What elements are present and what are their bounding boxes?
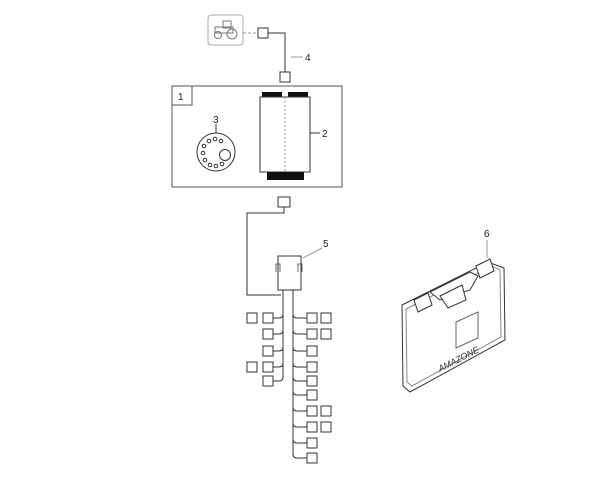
sensor-connector — [306, 389, 318, 401]
sensor-connector — [262, 361, 274, 373]
sensor-connector — [320, 405, 332, 417]
sensor-connector — [306, 452, 318, 464]
branch-wire — [292, 390, 307, 396]
branch-wire — [292, 422, 307, 428]
sensor-connector — [246, 312, 258, 324]
branch-wire — [292, 406, 307, 412]
sensor-connector — [246, 361, 258, 373]
sensor-connector — [262, 328, 274, 340]
callout-3: 3 — [213, 115, 219, 126]
carrying-case-6 — [401, 240, 506, 393]
sensor-connector — [306, 328, 318, 340]
branch-wire — [273, 376, 284, 382]
sensor-connector — [262, 312, 274, 324]
sensor-connector — [306, 345, 318, 357]
sensor-connector — [262, 375, 274, 387]
branch-wire — [292, 313, 307, 319]
sensor-connector — [306, 421, 318, 433]
branch-wire — [292, 329, 307, 335]
branch-wire — [292, 376, 307, 382]
branch-wire — [292, 346, 307, 352]
cable-4 — [257, 27, 303, 83]
kit-box-1 — [171, 85, 343, 188]
callout-1: 1 — [178, 92, 184, 103]
branch-wire — [292, 438, 307, 444]
branch-wire — [292, 362, 307, 368]
tractor-icon — [207, 14, 258, 46]
sensor-connector — [320, 328, 332, 340]
branch-wire — [273, 329, 284, 335]
sensor-connector — [262, 345, 274, 357]
harness-5 — [246, 196, 332, 464]
branch-wire — [273, 362, 284, 368]
sensor-connector — [320, 312, 332, 324]
callout-6: 6 — [484, 229, 490, 240]
branch-wire — [273, 313, 284, 319]
disc-3 — [196, 124, 236, 172]
callout-5: 5 — [323, 239, 329, 250]
roll-2 — [259, 92, 320, 180]
branch-wire — [292, 453, 307, 459]
sensor-connector — [306, 375, 318, 387]
sensor-connector — [306, 437, 318, 449]
callout-2: 2 — [322, 129, 328, 140]
sensor-connector — [320, 421, 332, 433]
sensor-connector — [306, 405, 318, 417]
branch-wire — [273, 346, 284, 352]
sensor-connector — [306, 312, 318, 324]
callout-4: 4 — [305, 53, 311, 64]
sensor-connector — [306, 361, 318, 373]
